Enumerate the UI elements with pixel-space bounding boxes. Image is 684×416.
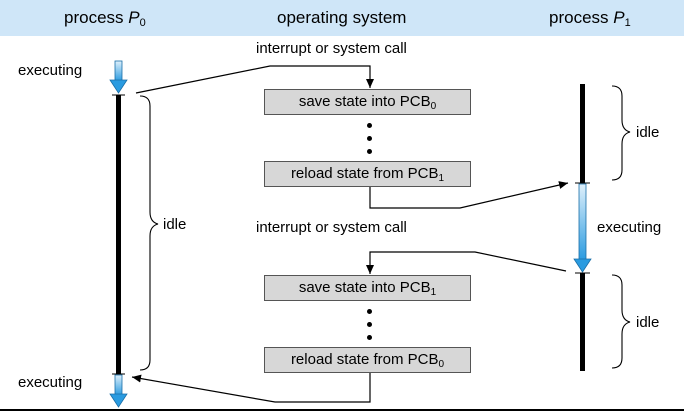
p1-executing-label: executing: [597, 219, 662, 236]
interrupt-label-mid: interrupt or system call: [256, 219, 407, 236]
ellipsis-dot: [367, 136, 372, 141]
dispatch-arrow-to-p1: [369, 181, 569, 209]
p1-idle-label-bottom: idle: [636, 314, 660, 331]
ellipsis-dot: [367, 309, 372, 314]
p0-executing-top-arrow: [109, 60, 128, 94]
p1-idle-brace-bottom: [611, 274, 631, 369]
p0-idle-bar: [116, 95, 121, 374]
dispatch-arrow-to-p0: [131, 372, 371, 403]
header-operating-system: operating system: [277, 8, 407, 27]
save-state-pcb1-box: save state into PCB1: [264, 275, 471, 301]
interrupt-arrow-from-p1: [366, 251, 567, 274]
ellipsis-dot: [367, 322, 372, 327]
ellipsis-dot: [367, 123, 372, 128]
p1-idle-bar-bottom: [580, 273, 585, 371]
header-process-p1: process P1: [549, 8, 631, 29]
p0-idle-label: idle: [163, 216, 187, 233]
interrupt-arrow-to-os: [135, 65, 374, 94]
reload-state-pcb0-box: reload state from PCB0: [264, 347, 471, 373]
p1-executing-arrow: [573, 183, 592, 273]
p1-idle-brace-top: [611, 85, 631, 181]
p0-executing-label-top: executing: [18, 62, 83, 79]
p1-idle-label-top: idle: [636, 124, 660, 141]
header-bar: [0, 0, 684, 36]
header-process-p0: process P0: [64, 8, 146, 29]
p0-executing-bottom-arrow: [109, 374, 128, 408]
interrupt-label-top: interrupt or system call: [256, 40, 407, 57]
ellipsis-dot: [367, 335, 372, 340]
p0-executing-label-bottom: executing: [18, 374, 83, 391]
save-state-pcb0-box: save state into PCB0: [264, 89, 471, 115]
reload-state-pcb1-box: reload state from PCB1: [264, 161, 471, 187]
p0-idle-brace: [139, 95, 159, 371]
ellipsis-dot: [367, 149, 372, 154]
p1-idle-bar-top: [580, 84, 585, 183]
